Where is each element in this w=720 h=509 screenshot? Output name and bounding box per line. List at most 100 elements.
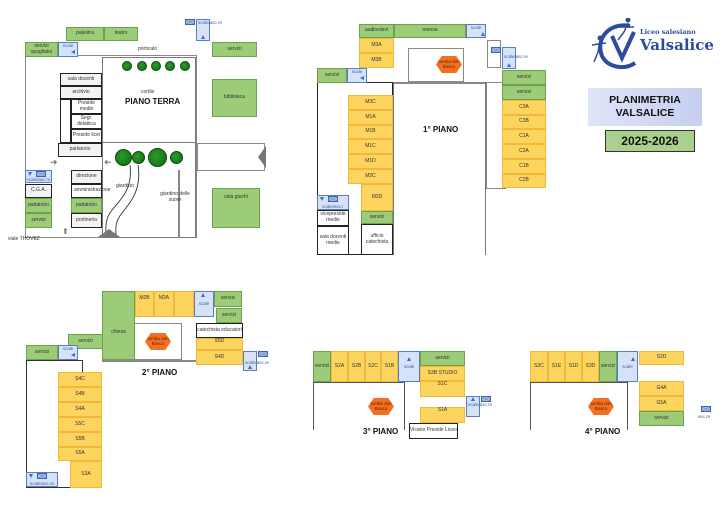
scale-stairs[interactable]: scale [398,351,420,382]
side-entrance-arrow-icon [258,146,266,168]
classroom-m1d: M1D [348,154,393,169]
tomba-don-bosco: tomba don Bosco [145,333,171,350]
logo-subtitle: Liceo salesiano [640,28,696,36]
school-year: 2025-2026 [605,130,695,152]
scale-stairs[interactable]: scale [617,351,638,382]
stairs-arrow-icon [248,365,252,369]
scale-asc-stairs[interactable] [466,396,480,417]
classroom-c3a: C3A [502,100,546,115]
scale-asc-top[interactable] [196,19,210,41]
corridor-wall [197,143,265,171]
viale-thovez-label: viale THOVEZ [8,236,40,242]
classroom-m3a: M3A [359,38,394,53]
scale-left-label: scale [351,69,363,74]
garden-divider [178,170,180,238]
chiesa-room: chiesa [102,291,135,360]
classroom-s3c: S3C [530,351,548,382]
stairs-arrow-icon [201,35,205,39]
sala-giochi-room: sala giochi [212,188,260,228]
tomba-don-bosco: tomba don Bosco [588,398,614,415]
classroom-s5a: S5A [58,447,102,461]
classroom-c2a: C2A [502,144,546,159]
servizi-left-room: servizi [317,68,347,83]
classroom-g5a: G5A [639,396,684,411]
stairs-arrow-icon [507,63,511,67]
amministrazione-room: amministrazione [71,184,110,198]
scale-asc-stairs[interactable] [243,351,257,371]
classroom-m2c: M2C [348,169,393,184]
plan-title-line2: VALSALICE [615,107,675,119]
entrance-up-arrow-icon: ⬆ [62,227,69,236]
scale-asc-stairs[interactable] [502,47,516,69]
scale-left-stairs[interactable]: scale [347,68,367,83]
scale-stairs[interactable]: scale [58,42,78,57]
scale-asc-bottom-stairs[interactable]: scale/asc.re [26,472,58,487]
tree-icon [122,61,132,71]
second-floor-title: 2° PIANO [142,368,178,377]
stairs-arrow-icon [29,474,33,478]
palestra-room: palestra [66,27,104,41]
giardino-suore-label: giardino delle suore [160,191,190,203]
biblioteca-room: biblioteca [212,79,257,117]
classroom-s1b: S1B [381,351,398,382]
classroom-s1d: S1D [565,351,582,382]
classroom-s5d: S5D [196,338,243,350]
first-floor-title: 1° PIANO [423,125,459,134]
servizi-left-room: servizi [313,351,331,382]
third-wall [313,382,405,430]
elevator-icon [36,171,46,177]
classroom-s4b: S4B [58,387,102,402]
servizi-r2-room: servizi [502,85,546,100]
classroom-s1a: S1A [420,407,465,423]
elevator-icon [185,19,195,25]
classroom-s3d: S3D [582,351,599,382]
scale-label: scale [622,363,633,369]
scale-asc-left-stairs[interactable]: scale/asc.r [317,195,349,210]
classroom-c1a: C1A [502,129,546,144]
classroom-s2a: S2A [331,351,348,382]
stairs-arrow-icon [631,357,635,361]
scale-asc-left-label: scale/asc.re [26,176,51,182]
fourth-wall [530,382,628,430]
stairs-arrow-icon [28,172,32,176]
asc-label: asc.re [698,414,711,419]
logo-title: Valsalice [640,36,714,54]
scale-left-stairs[interactable]: scale [58,345,78,360]
scale-label: scale [403,363,415,369]
scale-asc-top-label: scale/asc.re [198,20,223,25]
garden-path-icon [105,165,140,238]
classroom-g4a: G4A [639,381,684,396]
ufficio-catechista-room: ufficio catechista [361,224,393,255]
ground-floor-title: PIANO TERRA [125,97,181,106]
servizi-bottom-room: servizi [361,211,393,224]
fourth-floor-title: 4° PIANO [585,427,621,436]
classroom-s4c: S4C [58,372,102,387]
classroom-s3a: S3A [70,461,102,488]
scale-top-stairs[interactable]: scale [194,291,214,317]
classroom-m1b: M1B [348,125,393,139]
tree-icon [151,61,161,71]
classroom-unnamed [174,291,194,317]
classroom-s5c: S5C [58,417,102,432]
stairs-arrow-icon [71,50,75,54]
scale-top-label: scale [470,25,482,30]
giardino-label: giardino [116,183,134,189]
segr-didattica-room: Segr. didattica [71,114,102,129]
stairs-arrow-icon [481,32,485,36]
servizi-r1-room: servizi [502,70,546,85]
preside-licei-room: Preside licei [71,129,102,143]
servizi-room: servizi [212,42,257,57]
first-central-area [393,82,486,255]
scale-left-label: scale [62,346,74,351]
elevator-icon [701,406,711,412]
classroom-s3b-studio: S3B STUDIO [420,366,465,381]
direzione-room: direzione [71,170,102,184]
scale-asc-label: scale/asc.re [245,360,270,365]
stairs-arrow-icon [71,353,75,357]
scale-asc-bottom-label: scale/asc.re [29,480,54,486]
classroom-s1e: S1E [548,351,565,382]
tree-icon [180,61,190,71]
tree-icon [165,61,175,71]
servizi-r2-room: servizi [216,308,242,323]
classroom-m1c: M1C [348,139,393,154]
